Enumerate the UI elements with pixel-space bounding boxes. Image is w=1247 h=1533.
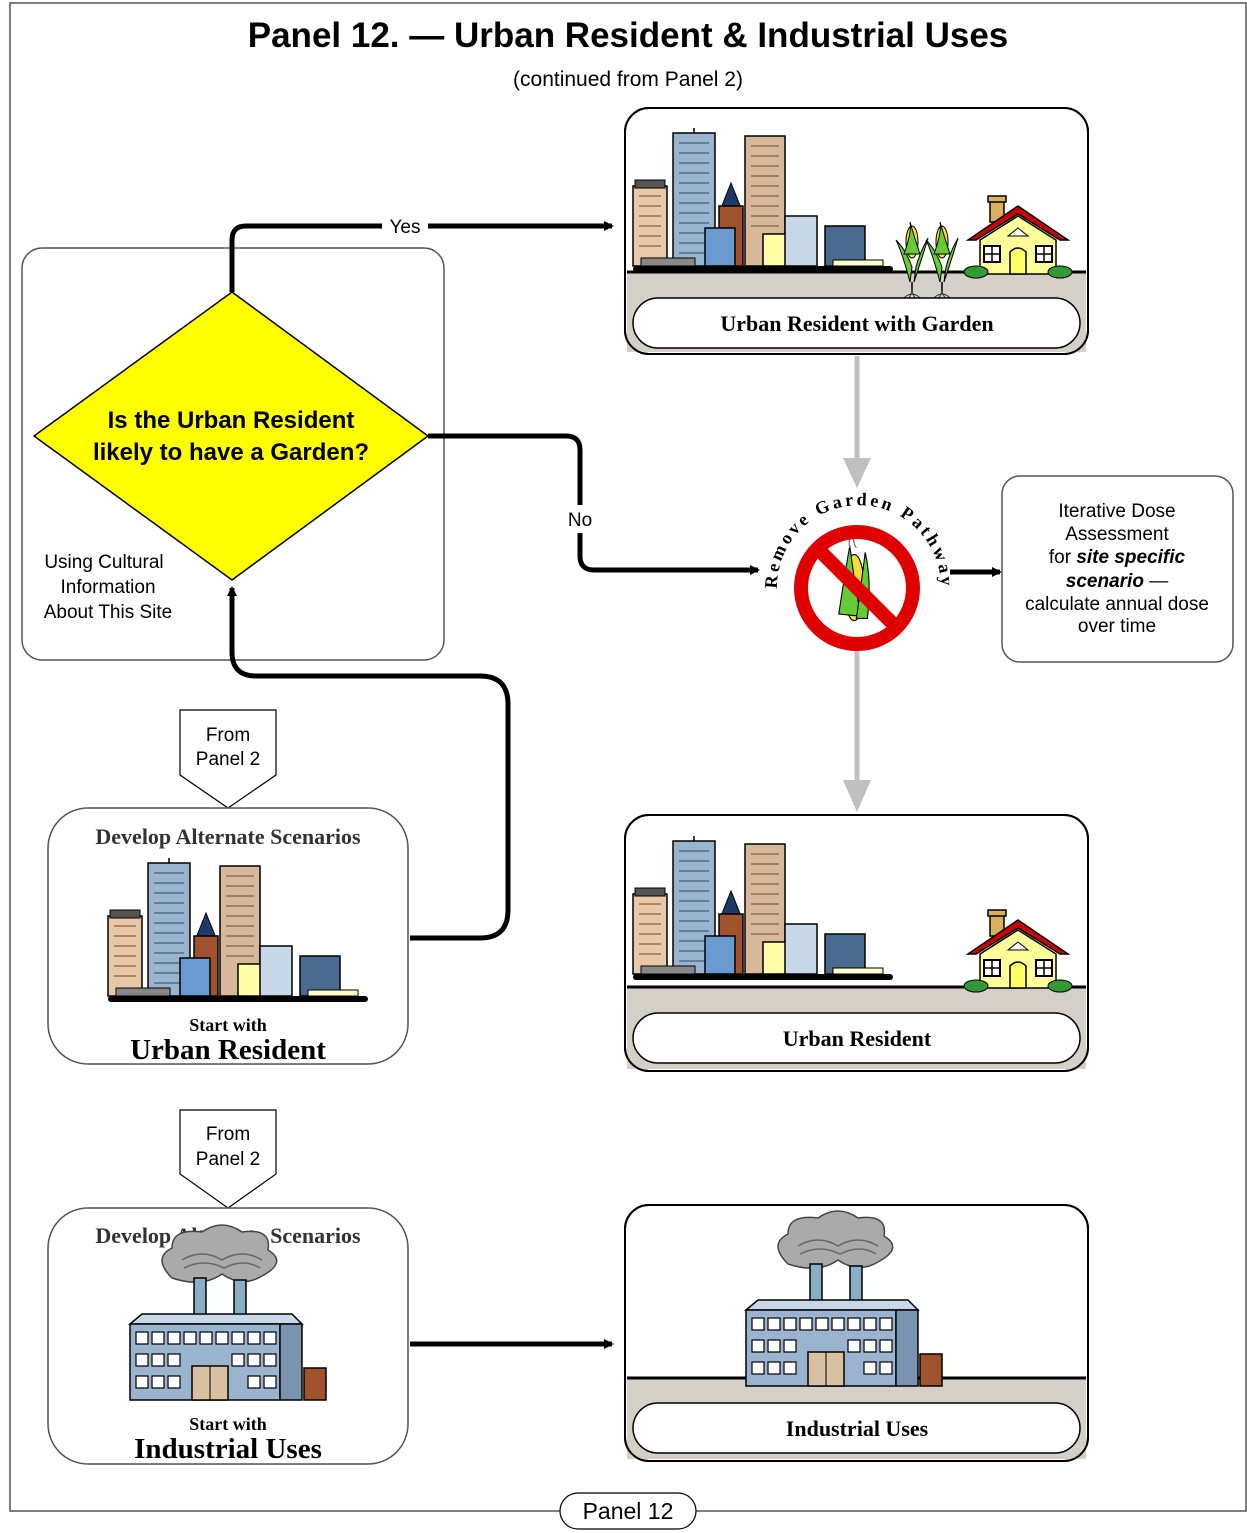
industrial-scenario-label: Industrial Uses (786, 1416, 929, 1441)
industrial-scenario-box: Industrial Uses (624, 1204, 1089, 1462)
garden-scenario-label: Urban Resident with Garden (720, 311, 993, 336)
urban-scenario-label: Urban Resident (783, 1026, 932, 1051)
from-industrial-line1: From (206, 1124, 250, 1145)
dose-line4-suffix: — (1144, 571, 1168, 592)
cultural-note-line2: Information (60, 577, 155, 598)
cultural-note-line1: Using Cultural (44, 552, 163, 573)
decision-question-line1: Is the Urban Resident (108, 407, 355, 434)
page-subtitle: (continued from Panel 2) (513, 68, 743, 91)
urban-start-connector (227, 586, 511, 941)
no-connector (428, 433, 760, 575)
dose-line2: Assessment (1065, 524, 1169, 545)
dose-line6: over time (1078, 616, 1156, 637)
svg-text:for site specific: for site specific (1049, 547, 1186, 568)
from-panel2-urban: From Panel 2 (179, 709, 277, 809)
decision-question-line2: likely to have a Garden? (93, 439, 369, 466)
dose-line1: Iterative Dose (1058, 501, 1175, 522)
from-urban-line2: Panel 2 (196, 749, 260, 770)
yes-connector (229, 221, 614, 292)
no-label: No (568, 510, 592, 531)
develop-urban-label: Develop Alternate Scenarios (95, 824, 361, 849)
remove-garden-pathway-sign: Remove Garden Pathway (761, 489, 954, 651)
from-urban-line1: From (206, 725, 250, 746)
dose-line3-prefix: for (1049, 547, 1076, 568)
garden-scenario-box: Urban Resident with Garden (624, 107, 1089, 355)
footer-panel-label: Panel 12 (559, 1492, 697, 1530)
dose-line4-emph: scenario (1066, 571, 1144, 592)
dose-line5: calculate annual dose (1025, 594, 1209, 615)
dose-line3-emph: site specific (1076, 547, 1185, 568)
industrial-start-box: Develop Alternate Scenarios Start with I… (47, 1207, 409, 1465)
gray-flow-arrows (843, 356, 871, 812)
decision-diamond (32, 291, 430, 581)
urban-start-title: Urban Resident (130, 1034, 326, 1066)
svg-text:scenario —: scenario — (1066, 571, 1168, 592)
industrial-start-with: Start with (189, 1414, 267, 1434)
page-title: Panel 12. — Urban Resident & Industrial … (248, 16, 1009, 55)
urban-start-with: Start with (189, 1015, 267, 1035)
footer-label-text: Panel 12 (583, 1498, 674, 1524)
from-industrial-line2: Panel 2 (196, 1149, 260, 1170)
urban-scenario-box: Urban Resident (624, 814, 1089, 1072)
yes-label: Yes (390, 217, 421, 238)
industrial-start-title: Industrial Uses (134, 1433, 322, 1465)
urban-start-box: Develop Alternate Scenarios Start with U… (47, 807, 409, 1066)
cultural-note-line3: About This Site (44, 602, 173, 623)
from-panel2-industrial: From Panel 2 (179, 1109, 277, 1209)
dose-assessment-box: Iterative Dose Assessment for site speci… (1001, 475, 1234, 663)
